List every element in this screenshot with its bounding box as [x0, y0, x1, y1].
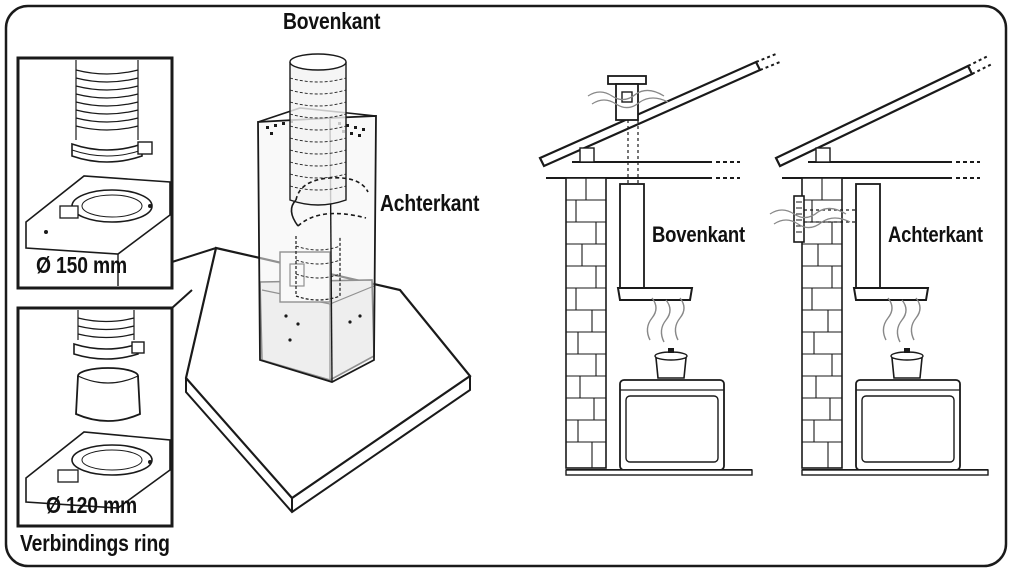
duct-top: [289, 53, 347, 206]
label-wall-rear: Achterkant: [888, 222, 983, 247]
duct-flex-120: [77, 310, 135, 340]
panel-120mm: [16, 306, 174, 528]
label-diameter-120: Ø 120 mm: [46, 492, 138, 518]
wall-install-rear: [769, 55, 993, 476]
chimney-hood: [171, 53, 472, 514]
label-top-outlet: Bovenkant: [283, 8, 381, 34]
label-connection-ring: Verbindings ring: [20, 530, 170, 556]
reducer-ring: [75, 367, 141, 422]
label-diameter-150: Ø 150 mm: [36, 252, 128, 278]
brick-wall-2: [801, 177, 843, 469]
label-rear-outlet: Achterkant: [380, 190, 480, 216]
duct-flex-150: [75, 60, 139, 140]
steam-1: [646, 297, 685, 343]
panel-150mm: [16, 56, 174, 290]
steam-2: [882, 297, 921, 343]
wall-install-top: [538, 53, 781, 476]
duct-rear-bend: [290, 176, 369, 301]
brick-wall-1: [565, 177, 607, 469]
label-wall-top: Bovenkant: [652, 222, 745, 247]
